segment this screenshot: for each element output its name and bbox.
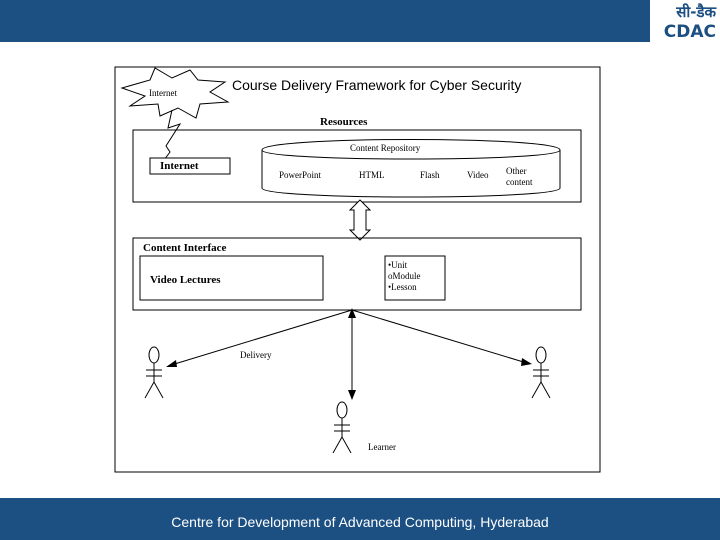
repo-item-video: Video bbox=[467, 170, 489, 180]
delivery-label: Delivery bbox=[240, 350, 272, 360]
hindi-logo-text: सी-डैक bbox=[676, 3, 716, 21]
lightning-bolt bbox=[163, 109, 182, 161]
outer-frame bbox=[114, 66, 601, 473]
arrowhead-up bbox=[348, 308, 356, 318]
cdac-logo: सी-डैक CDAC bbox=[652, 0, 718, 44]
video-lectures-box bbox=[139, 255, 324, 301]
internet-starburst bbox=[120, 67, 230, 119]
structure-item-module: oModule bbox=[388, 271, 421, 281]
content-repository-label: Content Repository bbox=[350, 143, 421, 153]
arrowhead-right bbox=[521, 358, 532, 366]
structure-list: •Unit oModule •Lesson bbox=[388, 260, 421, 293]
header-bar bbox=[0, 0, 650, 42]
stick-figure-left bbox=[144, 346, 164, 399]
structure-item-lesson: •Lesson bbox=[388, 282, 417, 292]
stick-figure-right bbox=[531, 346, 551, 399]
footer-text: Centre for Development of Advanced Compu… bbox=[171, 514, 549, 530]
double-arrow bbox=[348, 199, 372, 241]
internet-box bbox=[149, 157, 231, 175]
footer-bar bbox=[0, 498, 720, 540]
arrowhead-left bbox=[166, 360, 177, 367]
repo-item-html: HTML bbox=[359, 170, 385, 180]
repo-item-flash: Flash bbox=[420, 170, 440, 180]
content-interface-box bbox=[132, 237, 582, 311]
repo-item-powerpoint: PowerPoint bbox=[279, 170, 322, 180]
learner-label: Learner bbox=[368, 442, 396, 452]
repo-item-other: Other content bbox=[506, 166, 533, 187]
resources-label: Resources bbox=[320, 116, 368, 128]
content-repository-drum bbox=[261, 139, 561, 198]
internet-cloud-label: Internet bbox=[149, 88, 177, 98]
diagram-title: Course Delivery Framework for Cyber Secu… bbox=[232, 77, 522, 93]
structure-item-unit: •Unit bbox=[388, 260, 408, 270]
content-interface-label: Content Interface bbox=[143, 242, 227, 254]
video-lectures-label: Video Lectures bbox=[150, 274, 221, 286]
stick-figure-learner bbox=[332, 401, 352, 454]
cdac-logo-text: CDAC bbox=[663, 22, 716, 42]
arrowhead-down bbox=[348, 390, 356, 400]
resources-box bbox=[132, 129, 582, 203]
structure-box bbox=[384, 255, 446, 301]
internet-box-label: Internet bbox=[160, 160, 199, 172]
